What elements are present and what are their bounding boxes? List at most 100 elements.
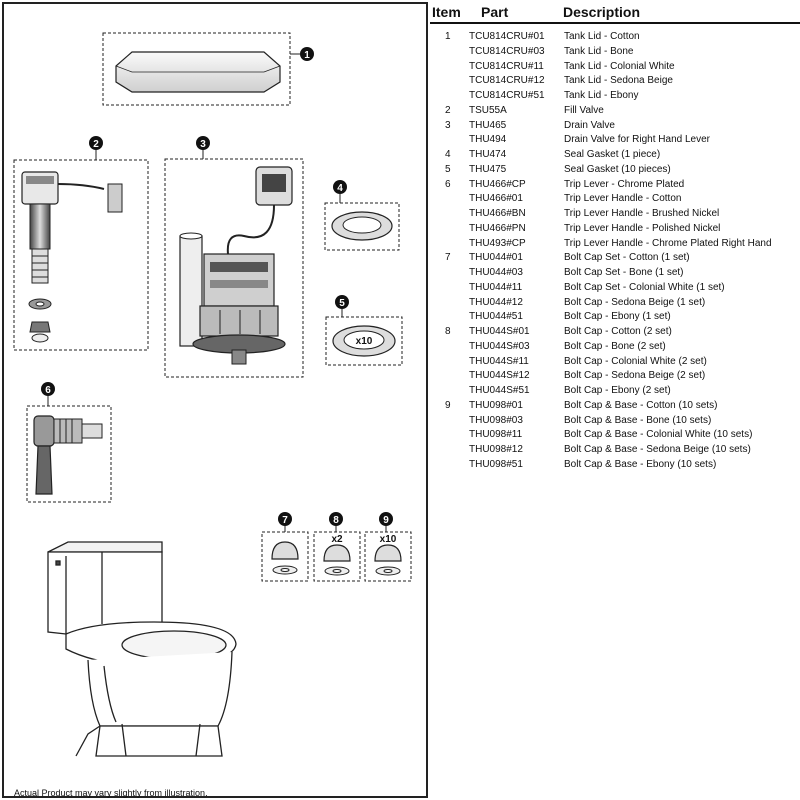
table-row: THU493#CP Trip Lever Handle - Chrome Plat… (430, 237, 800, 252)
description-cell: Bolt Cap & Base - Bone (10 sets) (564, 414, 712, 426)
seal-gasket-illustration (324, 202, 400, 251)
callout-8-label: 8 (333, 515, 339, 526)
item-cell: 7 (445, 252, 451, 264)
description-cell: Bolt Cap Set - Bone (1 set) (564, 267, 684, 278)
callout-1-label: 1 (304, 50, 310, 61)
part-number-cell: THU044#11 (469, 281, 523, 293)
description-cell: Bolt Cap Set - Cotton (1 set) (564, 252, 690, 264)
table-row: THU466#BN Trip Lever Handle - Brushed Nic… (430, 207, 800, 222)
part-number-cell: THU098#03 (469, 414, 523, 426)
part-number-cell: THU475 (469, 163, 507, 175)
part-number-cell: TCU814CRU#01 (469, 31, 545, 42)
table-row: 1 TCU814CRU#01 Tank Lid - Cotton (430, 30, 800, 45)
description-cell: Trip Lever Handle - Chrome Plated Right … (564, 237, 772, 249)
callout-4-label: 4 (337, 183, 343, 194)
description-cell: Bolt Cap - Bone (2 set) (564, 340, 666, 352)
callout-2-label: 2 (93, 139, 99, 150)
part-number-cell: THU466#01 (469, 193, 523, 205)
seal-gasket-10-illustration: x10 (325, 316, 403, 366)
description-cell: Trip Lever Handle - Polished Nickel (564, 222, 721, 234)
header-item: Item (432, 4, 461, 20)
trip-lever-illustration (26, 405, 112, 503)
item-cell: 1 (445, 31, 451, 42)
header-description: Description (563, 4, 641, 20)
part-number-cell: THU466#CP (469, 178, 526, 190)
table-row: THU044S#11 Bolt Cap - Colonial White (2 s… (430, 355, 800, 370)
part-number-cell: THU044S#12 (469, 370, 530, 382)
fill-valve-illustration (13, 159, 149, 351)
part-number-cell: THU044#12 (469, 296, 523, 308)
part-number-cell: TSU55A (469, 104, 507, 116)
table-row: THU466#01 Trip Lever Handle - Cotton (430, 192, 800, 207)
item-cell: 3 (445, 119, 451, 131)
item-cell: 8 (445, 326, 451, 337)
description-cell: Bolt Cap Set - Colonial White (1 set) (564, 281, 725, 293)
part-number-cell: TCU814CRU#12 (469, 75, 545, 87)
part-number-cell: TCU814CRU#51 (469, 90, 545, 101)
qty-label-x10-boltcap: x10 (380, 534, 397, 545)
callout-7: 7 (278, 512, 292, 526)
table-row: TCU814CRU#03 Tank Lid - Bone (430, 45, 800, 60)
description-cell: Bolt Cap & Base - Colonial White (10 set… (564, 429, 753, 441)
part-number-cell: THU044#51 (469, 311, 523, 323)
part-number-cell: THU474 (469, 149, 507, 160)
description-cell: Tank Lid - Ebony (564, 90, 639, 101)
qty-label-x10-gasket: x10 (356, 336, 373, 347)
callout-9: 9 (379, 512, 393, 526)
table-row: 6 THU466#CP Trip Lever - Chrome Plated (430, 178, 800, 193)
callout-6: 6 (41, 382, 55, 396)
table-row: THU044#11 Bolt Cap Set - Colonial White (… (430, 281, 800, 296)
callout-4: 4 (333, 180, 347, 194)
part-number-cell: TCU814CRU#03 (469, 45, 545, 57)
bolt-cap-set-illustration (261, 531, 309, 582)
part-number-cell: THU044#03 (469, 267, 523, 278)
bolt-cap-2set-illustration: x2 (313, 531, 361, 582)
callout-9-label: 9 (383, 515, 389, 526)
callout-3-label: 3 (200, 139, 206, 150)
header-divider (430, 22, 800, 24)
description-cell: Bolt Cap - Colonial White (2 set) (564, 355, 707, 367)
part-number-cell: THU493#CP (469, 237, 526, 249)
callout-5: 5 (335, 295, 349, 309)
callout-5-label: 5 (339, 298, 345, 309)
description-cell: Bolt Cap - Ebony (1 set) (564, 311, 671, 323)
exploded-diagram-panel: 1 2 3 (2, 2, 428, 798)
part-number-cell: THU466#BN (469, 208, 526, 219)
description-cell: Fill Valve (564, 104, 604, 116)
item-cell: 5 (445, 163, 451, 175)
description-cell: Drain Valve (564, 119, 615, 131)
description-cell: Bolt Cap & Base - Sedona Beige (10 sets) (564, 444, 751, 455)
item-cell: 6 (445, 178, 451, 190)
description-cell: Tank Lid - Cotton (564, 31, 640, 42)
description-cell: Bolt Cap & Base - Ebony (10 sets) (564, 458, 717, 470)
callout-2: 2 (89, 136, 103, 150)
part-number-cell: THU044S#11 (469, 355, 529, 367)
description-cell: Trip Lever - Chrome Plated (564, 178, 685, 190)
description-cell: Bolt Cap - Ebony (2 set) (564, 385, 671, 396)
description-cell: Bolt Cap - Cotton (2 set) (564, 326, 672, 337)
exploded-diagram: 1 2 3 (13, 32, 412, 757)
description-cell: Trip Lever Handle - Brushed Nickel (564, 208, 720, 219)
description-cell: Trip Lever Handle - Cotton (564, 193, 682, 205)
description-cell: Drain Valve for Right Hand Lever (564, 134, 710, 146)
drain-valve-illustration (164, 158, 304, 378)
item-cell: 9 (445, 399, 451, 411)
description-cell: Tank Lid - Bone (564, 45, 634, 57)
description-cell: Bolt Cap & Base - Cotton (10 sets) (564, 399, 718, 411)
